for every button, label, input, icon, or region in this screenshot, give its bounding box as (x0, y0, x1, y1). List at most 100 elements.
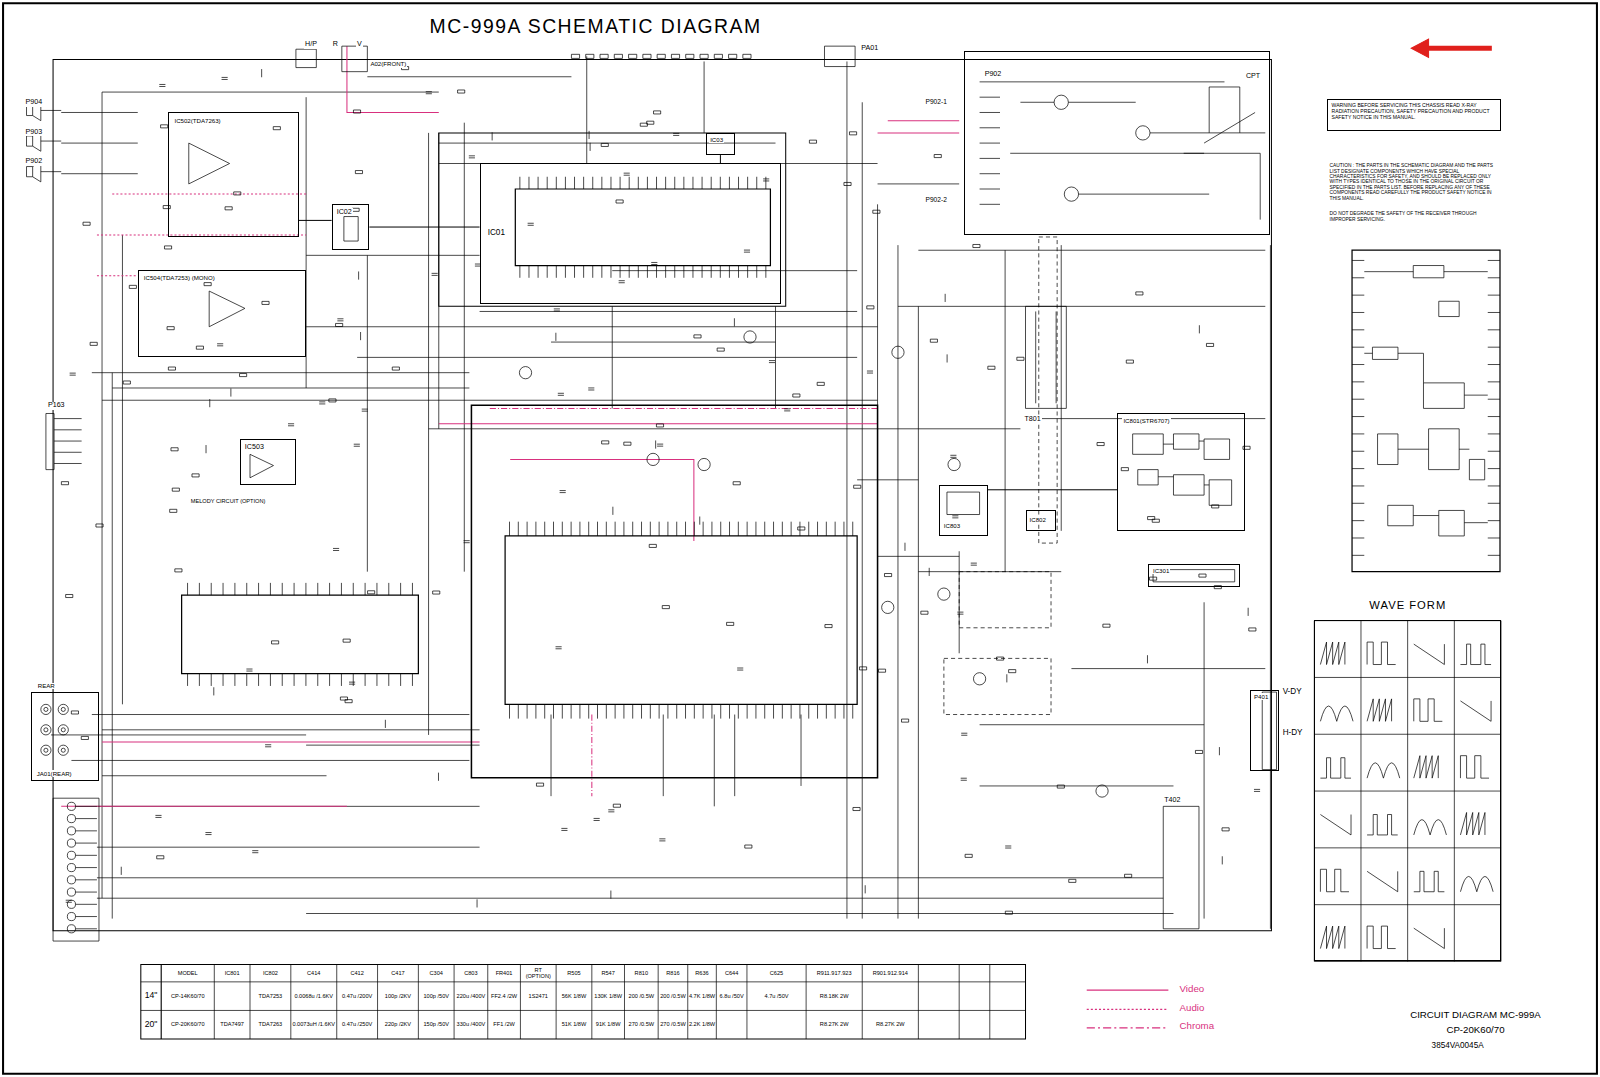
wire (209, 399, 210, 407)
resistor-symbol (614, 54, 622, 58)
capacitor-symbol (362, 409, 368, 411)
capacitor-symbol (651, 262, 657, 264)
ic-pin (685, 522, 686, 536)
waveform-panel: WAVE FORM (1314, 620, 1501, 961)
node-label: IC01 (487, 228, 506, 237)
video-line (888, 120, 959, 121)
part-label: P903 (24, 129, 43, 137)
wire (1352, 468, 1364, 469)
wire (612, 507, 613, 515)
wire (76, 818, 97, 819)
capacitor-symbol (70, 373, 76, 375)
ic-box: IC802 (1026, 510, 1057, 530)
wire (1488, 381, 1500, 382)
resistor-symbol (340, 697, 347, 700)
ic-pin (592, 177, 593, 189)
ic-pin (270, 583, 271, 595)
block (1388, 505, 1414, 525)
waveform (1414, 644, 1445, 664)
table-grid (336, 965, 337, 1039)
audio-line (97, 234, 306, 235)
wire (76, 830, 97, 831)
ic-pin (667, 522, 668, 536)
wire (230, 388, 231, 396)
wire (980, 127, 1000, 128)
table-header: C644 (717, 965, 746, 980)
wire (1147, 655, 1148, 663)
wire (898, 306, 1265, 307)
ic-pin (729, 266, 730, 278)
node-label: IC03 (709, 136, 724, 143)
caption: CIRCUIT DIAGRAM MC-999A CP-20K60/70 (1408, 1008, 1543, 1037)
ic-pin (826, 704, 827, 718)
connector (53, 798, 99, 941)
resistor-symbol (536, 783, 543, 786)
resistor-symbol (714, 54, 722, 58)
ic-pin (211, 674, 212, 686)
transistor-symbol (938, 588, 950, 600)
wire (734, 715, 735, 797)
resistor-symbol (586, 54, 594, 58)
ic-pin (720, 266, 721, 278)
wire (1352, 537, 1364, 538)
resistor-symbol (343, 639, 350, 642)
ic-box: IC301 (1148, 564, 1240, 586)
signal-wire (720, 155, 721, 163)
table-cell: 56K 1/8W (557, 983, 591, 1010)
ic-pin (187, 583, 188, 595)
block (1138, 470, 1158, 485)
ic-pin (234, 674, 235, 686)
ic-pin (388, 674, 389, 686)
table-cell: 0.47u /200V (338, 983, 377, 1010)
resistor-symbol (83, 222, 90, 225)
part-label: P902-2 (924, 196, 947, 203)
ic-pin (565, 177, 566, 189)
capacitor-symbol (246, 669, 252, 671)
ic-pin (518, 522, 519, 536)
resistor-symbol (170, 509, 177, 512)
table-cell: 200 /0.5W (659, 983, 687, 1010)
ic-pin (282, 583, 283, 595)
waveform (1414, 871, 1445, 891)
waveform (1460, 701, 1491, 721)
resistor-symbol (66, 594, 73, 597)
ic-pin (519, 177, 520, 189)
block (1423, 383, 1464, 409)
table-cell: 100p /50V (419, 983, 453, 1010)
part-label: PA01 (860, 45, 879, 53)
wire (865, 885, 866, 893)
node-label: IC801(STR6707) (1122, 417, 1170, 424)
jack-symbol (41, 704, 51, 714)
ic-pin (583, 177, 584, 189)
resistor-symbol (196, 346, 203, 349)
resistor-symbol (825, 625, 832, 628)
table-cell: 51K 1/8W (557, 1011, 591, 1038)
resistor-symbol (654, 111, 661, 114)
ic-pin (711, 522, 712, 536)
table-grid (1025, 965, 1026, 1039)
connector-box: P902 (964, 51, 1270, 235)
resistor-symbol (225, 207, 232, 210)
table-cell: 0.47u /250V (338, 1011, 377, 1038)
capacitor-symbol (159, 84, 165, 86)
ic-pin (650, 522, 651, 536)
transistor-symbol (882, 601, 894, 613)
block (1173, 434, 1199, 449)
table-grid (290, 965, 291, 1039)
wire (846, 61, 847, 918)
ic-pin (683, 177, 684, 189)
resistor-symbol (817, 382, 824, 385)
table-header: R636 (689, 965, 716, 980)
resistor-symbol (234, 192, 241, 195)
ic-pin (528, 177, 529, 189)
ic-pin (665, 177, 666, 189)
resistor-symbol (1005, 911, 1012, 914)
resistor-symbol (1222, 828, 1229, 831)
wire (97, 847, 480, 848)
resistor-symbol (355, 171, 362, 174)
ic-pin (329, 583, 330, 595)
legend-label: Audio (1179, 1003, 1206, 1014)
resistor-symbol (262, 301, 269, 304)
jack-symbol (61, 748, 65, 752)
